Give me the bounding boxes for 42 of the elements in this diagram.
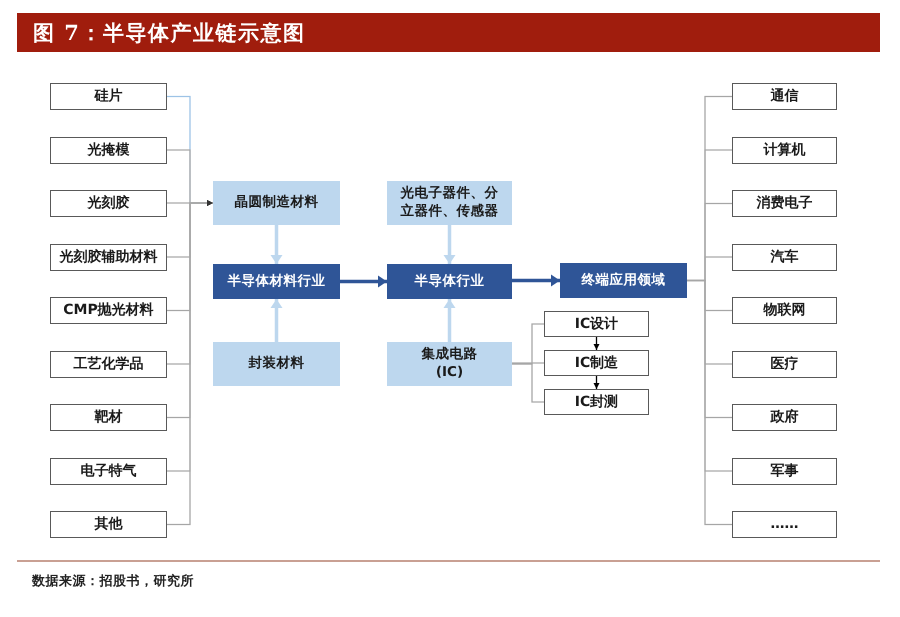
arrow bbox=[594, 337, 600, 350]
material-box: 硅片 bbox=[50, 83, 167, 110]
application-box: 政府 bbox=[732, 404, 837, 431]
material-box: 电子特气 bbox=[50, 458, 167, 484]
material-box: 光刻胶辅助材料 bbox=[50, 244, 167, 270]
material-box: 光刻胶 bbox=[50, 190, 167, 217]
material-box: 靶材 bbox=[50, 404, 167, 431]
source-note: 数据来源：招股书，研究所 bbox=[32, 572, 194, 590]
process-step-box: IC封测 bbox=[544, 389, 649, 415]
application-box: 物联网 bbox=[732, 297, 837, 324]
arrow bbox=[340, 276, 387, 288]
arrow bbox=[444, 299, 456, 342]
category-box: 晶圆制造材料 bbox=[213, 181, 340, 225]
category-box: 封装材料 bbox=[213, 342, 340, 386]
application-box: 军事 bbox=[732, 458, 837, 484]
arrow bbox=[512, 274, 560, 286]
application-box: 计算机 bbox=[732, 136, 837, 164]
application-box: 医疗 bbox=[732, 350, 837, 378]
category-box: 集成电路(IC) bbox=[387, 342, 512, 386]
arrow bbox=[444, 225, 456, 264]
category-box: 光电子器件、分立器件、传感器 bbox=[387, 181, 512, 225]
application-box: 消费电子 bbox=[732, 190, 837, 217]
process-step-box: IC设计 bbox=[544, 311, 649, 337]
material-box: CMP抛光材料 bbox=[50, 297, 167, 324]
title-banner: 图 7：半导体产业链示意图 bbox=[17, 13, 880, 52]
arrow bbox=[270, 225, 282, 264]
application-box: 通信 bbox=[732, 83, 837, 110]
application-box: 汽车 bbox=[732, 244, 837, 270]
connector-line bbox=[512, 362, 544, 364]
connector-line bbox=[687, 280, 732, 526]
material-box: 工艺化学品 bbox=[50, 350, 167, 378]
industry-box: 半导体材料行业 bbox=[213, 264, 340, 299]
material-box: 其他 bbox=[50, 511, 167, 538]
material-box: 光掩模 bbox=[50, 136, 167, 164]
arrow bbox=[594, 376, 600, 389]
arrow bbox=[270, 299, 282, 342]
arrow bbox=[167, 200, 213, 526]
application-box: …… bbox=[732, 511, 837, 538]
connector-line bbox=[512, 363, 544, 403]
industry-box: 半导体行业 bbox=[387, 264, 512, 299]
industry-box: 终端应用领域 bbox=[560, 263, 687, 298]
process-step-box: IC制造 bbox=[544, 350, 649, 376]
